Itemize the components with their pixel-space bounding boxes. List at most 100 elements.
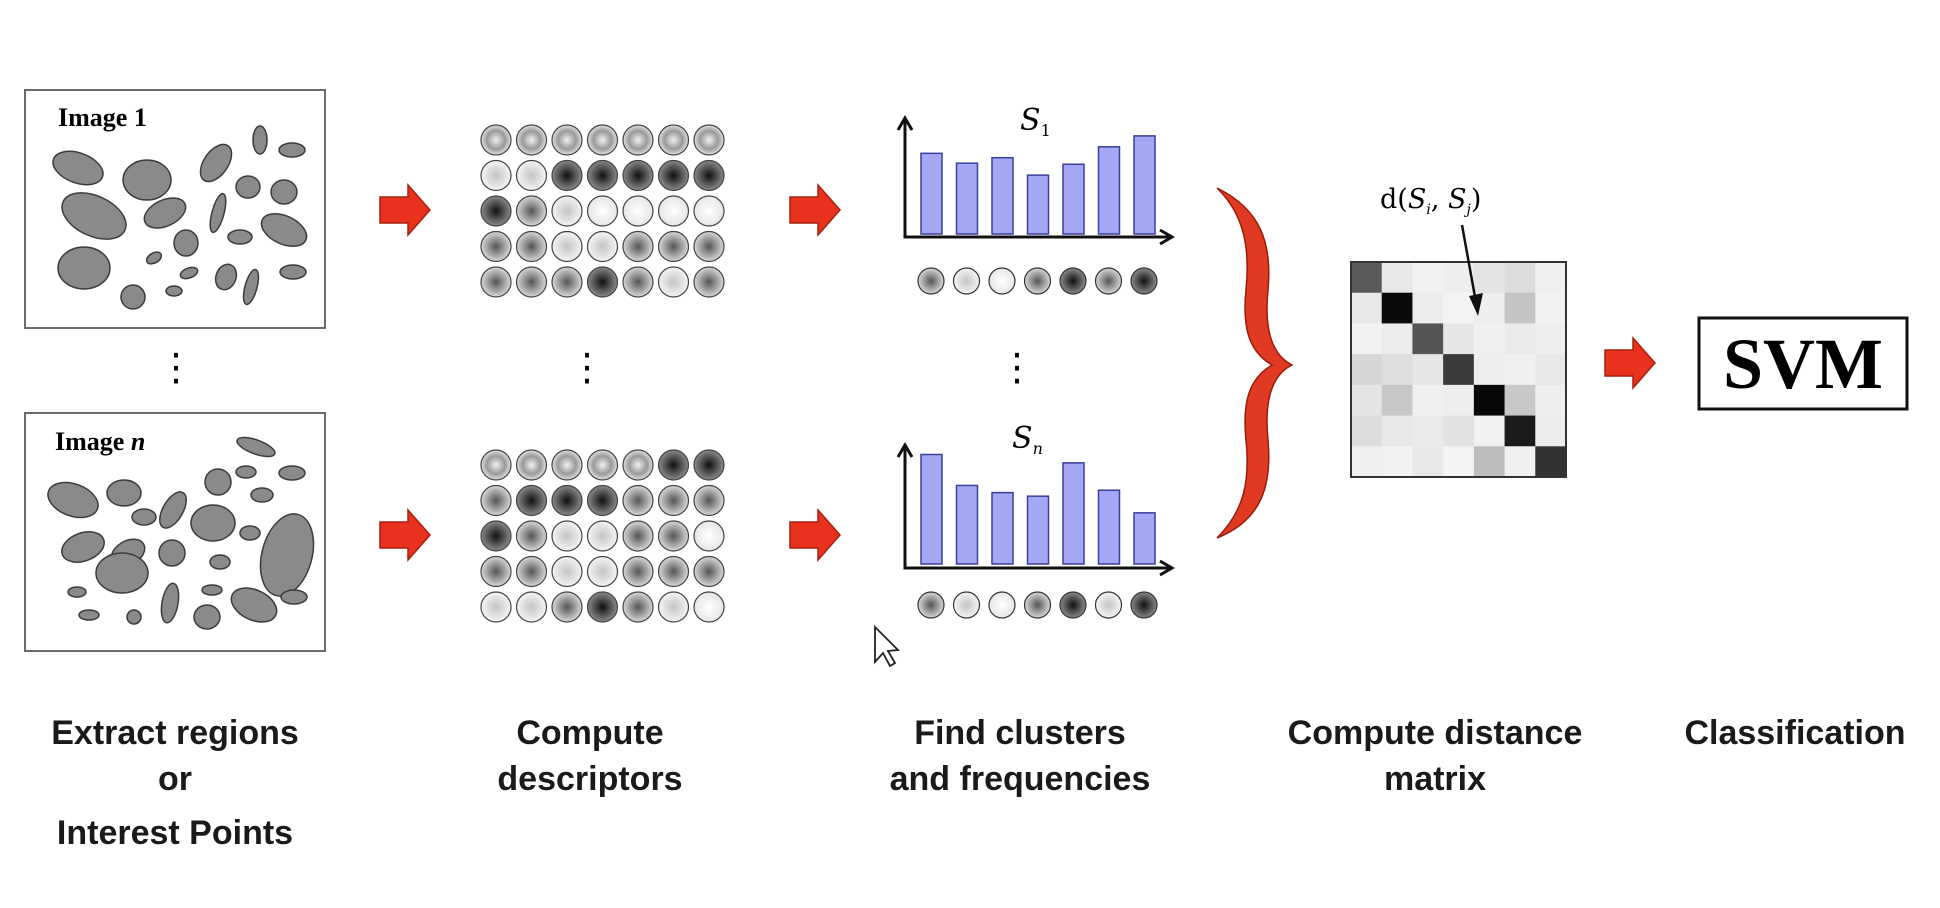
codeword-patch [1059, 591, 1087, 619]
histogram-bar [1097, 489, 1121, 565]
descriptor-patch [586, 266, 619, 298]
descriptor-patch [622, 449, 654, 481]
descriptor-patch [480, 484, 512, 517]
region-blob [61, 531, 105, 563]
histogram-bar [991, 156, 1014, 235]
region-blob [106, 479, 142, 507]
descriptor-patch [515, 266, 548, 298]
descriptor-patch [693, 124, 725, 156]
region-blob [160, 582, 180, 624]
descriptor-patch [480, 230, 512, 263]
region-blob [67, 586, 87, 598]
descriptor-patch [693, 591, 725, 623]
histogram-bar [1026, 174, 1050, 235]
descriptor-patch [480, 124, 512, 156]
matrix-cell [1504, 384, 1536, 417]
descriptor-patch [551, 449, 583, 481]
matrix-cell [1412, 354, 1444, 386]
image-1-panel: Image 1 [24, 89, 326, 329]
matrix-cell [1535, 446, 1567, 478]
histogram-n-codewords [917, 591, 1158, 619]
svm-label: SVM [1723, 324, 1883, 404]
histogram-bar [955, 484, 979, 565]
matrix-cell [1412, 384, 1444, 417]
matrix-cell [1381, 354, 1413, 386]
matrix-cell [1412, 415, 1444, 447]
region-blob [126, 609, 142, 625]
descriptor-patch [693, 159, 725, 192]
red-arrow-icon [379, 183, 431, 237]
region-blob [230, 587, 278, 623]
descriptor-patch [551, 520, 583, 552]
matrix-cell [1504, 262, 1536, 294]
region-blob [199, 143, 233, 183]
pointer-arrow [1460, 224, 1479, 309]
histogram-bar [991, 491, 1014, 565]
region-blob [250, 487, 274, 503]
matrix-cell [1535, 354, 1567, 386]
descriptor-patch [515, 484, 548, 517]
region-blob [236, 436, 276, 458]
matrix-cell [1473, 354, 1506, 386]
descriptor-patch [586, 159, 619, 192]
descriptor-patch [515, 520, 548, 552]
matrix-cell [1535, 292, 1567, 324]
region-blob [122, 159, 172, 201]
descriptor-patch [657, 520, 690, 552]
descriptor-patch [622, 159, 654, 192]
brace-icon [1216, 187, 1294, 539]
matrix-cell [1351, 262, 1383, 294]
matrix-cell [1504, 292, 1536, 324]
descriptor-patch [657, 124, 690, 156]
matrix-cell [1443, 323, 1475, 355]
descriptor-patch [657, 266, 690, 298]
descriptor-patch [657, 449, 690, 481]
red-arrow-icon [1604, 336, 1656, 390]
matrix-cell [1381, 446, 1413, 478]
matrix-cell [1351, 292, 1383, 324]
descriptor-patch [586, 520, 619, 552]
matrix-cell [1351, 446, 1383, 478]
descriptor-patch [657, 159, 690, 192]
region-blob [95, 552, 149, 594]
matrix-cell [1412, 323, 1444, 355]
descriptor-patch [657, 484, 690, 517]
matrix-cell [1351, 323, 1383, 355]
matrix-cell [1351, 354, 1383, 386]
region-blob [259, 513, 315, 597]
descriptor-patch [622, 230, 654, 263]
image-n-regions [47, 436, 315, 630]
codeword-patch [917, 591, 945, 619]
region-blob [214, 263, 238, 291]
descriptor-patch [586, 555, 619, 588]
image-1-label: Image 1 [58, 103, 147, 132]
region-blob [279, 264, 307, 280]
matrix-cell [1504, 415, 1536, 447]
region-blob [120, 284, 146, 310]
descriptor-patch [657, 591, 690, 623]
matrix-cell [1535, 323, 1567, 355]
region-blob [209, 192, 227, 234]
region-blob [260, 213, 308, 247]
descriptor-patch [693, 520, 725, 552]
descriptor-patch [551, 195, 583, 227]
descriptor-patch [693, 449, 725, 481]
region-blob [165, 285, 183, 297]
histogram-bar [1133, 135, 1156, 235]
descriptor-patch [586, 195, 619, 227]
distance-label: d(Si, Sj) [1380, 184, 1481, 218]
ellipsis-images: ⋮ [157, 345, 195, 389]
matrix-cell [1535, 384, 1567, 417]
codeword-patch [917, 267, 945, 295]
region-blob [57, 246, 111, 290]
mouse-cursor-icon [874, 624, 900, 668]
region-blob [227, 229, 253, 245]
region-blob [78, 609, 100, 621]
histogram-n: Sn [896, 421, 1175, 619]
histogram-bar [920, 152, 943, 235]
histogram-bar [1062, 462, 1085, 565]
region-blob [201, 584, 223, 596]
codeword-patch [1130, 591, 1158, 619]
